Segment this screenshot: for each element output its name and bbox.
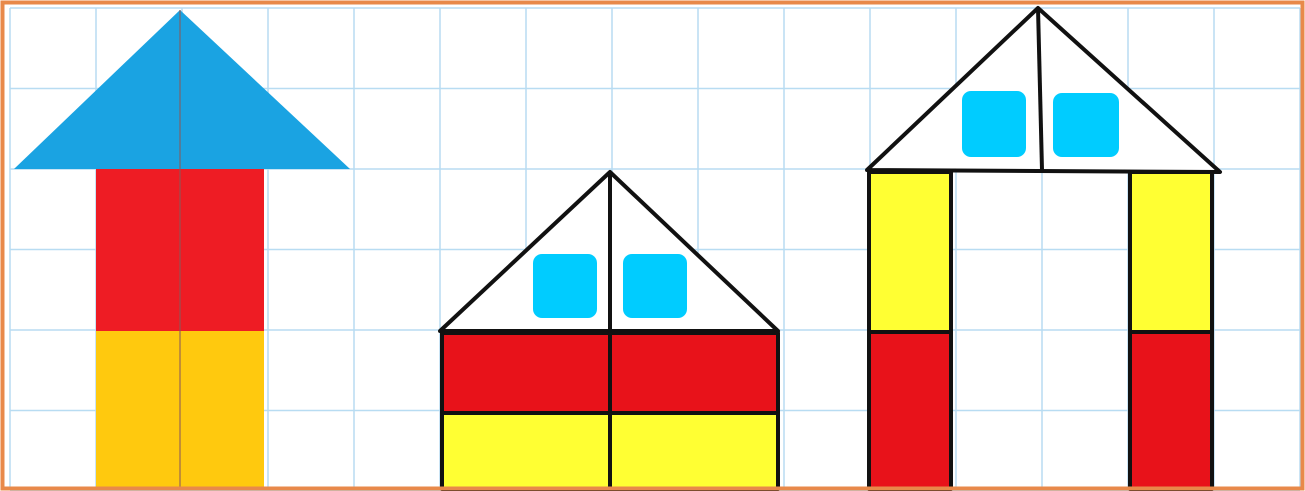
figure-3-gate	[867, 8, 1220, 489]
window-left	[962, 91, 1026, 157]
blue-triangle-roof	[14, 10, 350, 169]
red-pillar-right	[1130, 332, 1212, 489]
red-pillar-left	[869, 332, 951, 489]
window-left	[533, 254, 597, 318]
yellow-block-left	[442, 413, 610, 489]
figure-2-house	[440, 172, 778, 489]
window-right	[623, 254, 687, 318]
yellow-pillar-right	[1130, 172, 1212, 332]
window-right	[1053, 93, 1119, 157]
red-block-left	[442, 333, 610, 413]
triangle-roof	[867, 8, 1220, 172]
red-block-right	[610, 333, 778, 413]
yellow-block-right	[610, 413, 778, 489]
yellow-pillar-left	[869, 172, 951, 332]
figure-1-rocket	[14, 10, 350, 487]
